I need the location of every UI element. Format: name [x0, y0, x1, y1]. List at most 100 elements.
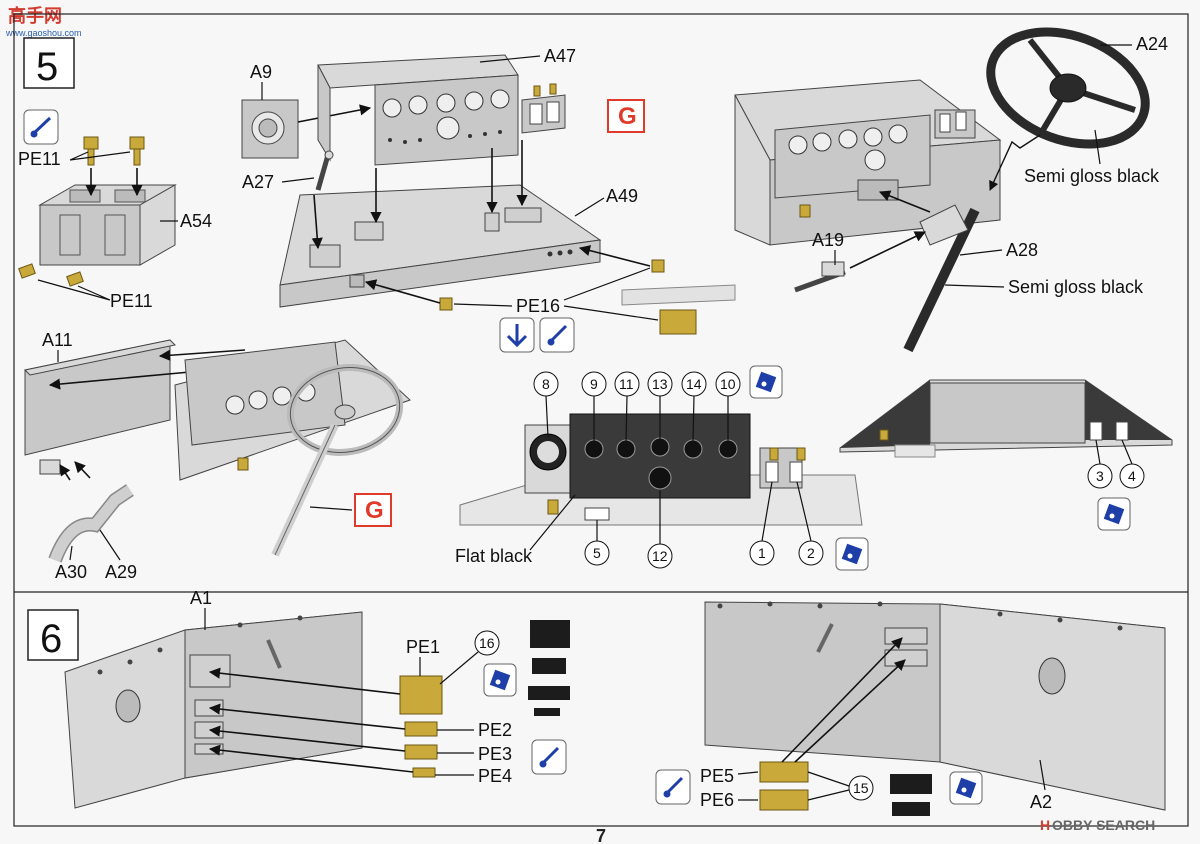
- label-pe3: PE3: [478, 744, 512, 764]
- watermark-title: 高手网: [8, 5, 62, 26]
- decal-icon-b: [835, 537, 869, 571]
- label-pe5: PE5: [700, 766, 734, 786]
- fold-down-icon: [499, 317, 535, 353]
- svg-text:11: 11: [619, 376, 634, 392]
- decal-9: 9: [581, 371, 607, 442]
- decal-15: 15: [807, 771, 874, 801]
- svg-text:13: 13: [652, 376, 668, 392]
- color-code-badge: G: [607, 99, 645, 133]
- svg-text:9: 9: [590, 376, 598, 392]
- parts-a30-a29: [48, 484, 134, 563]
- decal-11: 11: [614, 371, 640, 443]
- svg-text:12: 12: [652, 548, 668, 564]
- svg-text:H: H: [1040, 817, 1050, 833]
- bend-icon-2: [539, 317, 575, 353]
- label-pe4: PE4: [478, 766, 512, 786]
- label-pe16: PE16: [516, 296, 560, 316]
- decal-1: 1: [749, 481, 775, 566]
- label-a54: A54: [180, 211, 212, 231]
- bend-icon-4: [655, 769, 691, 805]
- part-a27: [315, 150, 334, 191]
- step-5-box: [23, 37, 75, 89]
- part-a19: [794, 261, 846, 293]
- step-5-number: 5: [36, 45, 58, 89]
- step-6: 6 A1 PE1 PE2 PE3: [27, 588, 1166, 816]
- svg-text:14: 14: [686, 376, 702, 392]
- label-pe11-bottom: PE11: [110, 291, 153, 311]
- instrument-panel-detail: [459, 413, 863, 526]
- label-a49: A49: [606, 186, 638, 206]
- part-a54: [38, 184, 177, 266]
- decal-icon-a: [749, 365, 783, 399]
- svg-text:2: 2: [807, 545, 815, 561]
- label-a29: A29: [105, 562, 137, 582]
- decal-13: 13: [647, 371, 673, 440]
- label-pe6: PE6: [700, 790, 734, 810]
- label-pe1: PE1: [406, 637, 440, 657]
- bend-icon: [23, 109, 59, 145]
- label-a1: A1: [190, 588, 212, 608]
- label-pe2: PE2: [478, 720, 512, 740]
- svg-text:5: 5: [593, 545, 601, 561]
- paint-column: Semi gloss black: [1008, 277, 1144, 297]
- label-a28: A28: [1006, 240, 1038, 260]
- decal-icon-c: [1097, 497, 1131, 531]
- part-a1: [64, 611, 363, 809]
- paint-panel: Flat black: [455, 546, 533, 566]
- svg-text:15: 15: [853, 780, 869, 796]
- svg-text:1: 1: [758, 545, 766, 561]
- page-number: 7: [596, 826, 606, 844]
- decal-12: 12: [647, 490, 673, 569]
- bend-icon-3: [531, 739, 567, 775]
- label-a30: A30: [55, 562, 87, 582]
- color-code-g-2: G: [365, 497, 384, 524]
- color-code-badge-2: G: [354, 493, 392, 527]
- pe11-top-parts: [83, 136, 145, 166]
- decal-5: 5: [584, 520, 610, 566]
- svg-text:OBBY SEARCH: OBBY SEARCH: [1052, 817, 1155, 833]
- part-a2: [704, 601, 1166, 811]
- watermark-url: www.gaoshou.com: [5, 28, 82, 38]
- paint-wheel: Semi gloss black: [1024, 166, 1160, 186]
- data-plate-decals-right: [890, 774, 932, 816]
- label-a2: A2: [1030, 792, 1052, 812]
- step-5: 5 PE11 A54 PE11: [18, 27, 1173, 582]
- label-a19: A19: [812, 230, 844, 250]
- watermark-logo: 高手网 www.gaoshou.com: [5, 5, 82, 38]
- page-frame: [13, 13, 1189, 827]
- svg-text:8: 8: [542, 376, 550, 392]
- part-a47: [317, 54, 519, 166]
- decal-icon-d: [483, 663, 517, 697]
- assembled-dashboard-left: [174, 339, 411, 557]
- label-a9: A9: [250, 62, 272, 82]
- color-code-g: G: [618, 103, 637, 130]
- part-a9: [241, 99, 299, 159]
- svg-text:3: 3: [1096, 468, 1104, 484]
- part-a24: [986, 27, 1150, 149]
- pe16-assembly-detail: [621, 284, 736, 306]
- pe11-bottom-parts: [18, 263, 84, 287]
- data-plate-decals-left: [528, 620, 570, 716]
- svg-text:16: 16: [479, 635, 495, 651]
- switch-block: [521, 83, 566, 134]
- dashboard-front-detail: [839, 379, 1173, 458]
- decal-2: 2: [796, 481, 824, 566]
- label-a11: A11: [42, 330, 73, 350]
- decal-4: 4: [1119, 439, 1145, 489]
- decal-8: 8: [533, 371, 559, 438]
- pe1-pe4-parts: [399, 675, 443, 778]
- label-a24: A24: [1136, 34, 1168, 54]
- decal-14: 14: [681, 371, 707, 443]
- label-pe11-top: PE11: [18, 149, 61, 169]
- pe16-parts: [439, 259, 697, 335]
- part-a28: [903, 204, 980, 353]
- decal-10: 10: [715, 371, 741, 442]
- step-6-number: 6: [40, 617, 62, 661]
- pe5-pe6-parts: [759, 761, 809, 811]
- svg-text:10: 10: [720, 376, 736, 392]
- decal-3: 3: [1087, 439, 1113, 489]
- brand-watermark: H OBBY SEARCH: [1040, 817, 1155, 833]
- label-a47: A47: [544, 46, 576, 66]
